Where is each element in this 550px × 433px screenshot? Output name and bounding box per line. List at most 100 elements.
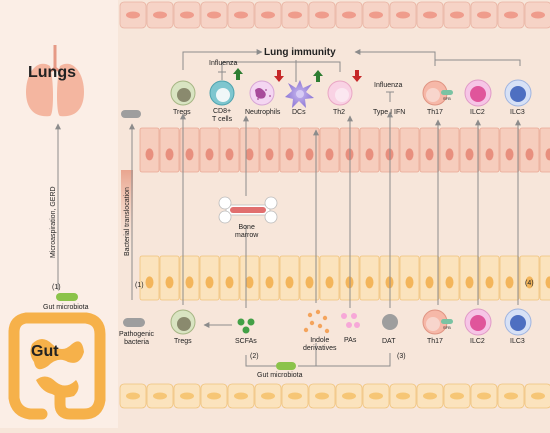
- cd8-t-cell: [210, 81, 234, 105]
- gut-column-nucleus: [286, 276, 294, 288]
- lung-top-nucleus: [180, 12, 194, 19]
- lung-column-nucleus: [246, 148, 254, 160]
- path-number-4: (4): [525, 280, 534, 288]
- gut-bottom-nucleus: [261, 393, 275, 400]
- lung-top-nucleus: [153, 12, 167, 19]
- gut-microbiota-icon-bottom: [276, 362, 296, 370]
- gut-microbiota-icon-left: [56, 293, 78, 301]
- gut-column-nucleus: [466, 276, 474, 288]
- pathogenic-bacteria-label: Pathogenic bacteria: [119, 331, 154, 347]
- lung-ilc2-cell: [465, 80, 491, 106]
- lung-top-nucleus: [369, 12, 383, 19]
- gut-column-nucleus: [446, 276, 454, 288]
- lung-th17-label: Th17: [427, 109, 443, 117]
- lung-immunity-title: Lung immunity: [264, 47, 336, 58]
- gut-bottom-nucleus: [504, 393, 518, 400]
- lungs-label: Lungs: [28, 64, 76, 82]
- lung-top-nucleus: [477, 12, 491, 19]
- dcs-up-arrow: [313, 70, 323, 82]
- gut-bottom-nucleus: [450, 393, 464, 400]
- lung-top-nucleus: [504, 12, 518, 19]
- gut-ilc3-label: ILC3: [510, 338, 525, 346]
- bacterial-translocation-label: Bacterial translocation: [124, 187, 131, 256]
- lung-column-nucleus: [326, 148, 334, 160]
- gut-bottom-nucleus: [180, 393, 194, 400]
- lung-column-nucleus: [166, 148, 174, 160]
- lung-epithelium-top: [120, 2, 550, 28]
- gut-epithelium-columnar: [140, 256, 550, 300]
- lung-column-nucleus: [286, 148, 294, 160]
- lung-top-nucleus: [423, 12, 437, 19]
- gut-column-nucleus: [146, 276, 154, 288]
- lung-column-nucleus: [306, 148, 314, 160]
- translocation-number: (1): [135, 282, 144, 290]
- pas-icon: [341, 313, 360, 328]
- gut-epithelium-bottom: [120, 384, 550, 408]
- neutrophil-down-arrow: [274, 70, 284, 82]
- gut-label: Gut: [31, 343, 59, 361]
- pathogenic-bacteria-icon: [123, 318, 145, 327]
- cd8-label: CD8+ T cells: [212, 108, 232, 124]
- gut-bottom-nucleus: [315, 393, 329, 400]
- lung-tregs-label: Tregs: [173, 109, 191, 117]
- lung-top-nucleus: [342, 12, 356, 19]
- influenza-top-label: Influenza: [209, 60, 237, 68]
- scfas-label: SCFAs: [235, 338, 257, 346]
- bone-marrow-label: Bone marrow: [235, 224, 258, 240]
- gut-bottom-nucleus: [126, 393, 140, 400]
- gut-bottom-nucleus: [369, 393, 383, 400]
- lung-epithelium-columnar: [140, 128, 550, 172]
- gut-bottom-nucleus: [153, 393, 167, 400]
- th2-label: Th2: [333, 109, 345, 117]
- lung-column-nucleus: [406, 148, 414, 160]
- lung-column-nucleus: [486, 148, 494, 160]
- lung-top-nucleus: [288, 12, 302, 19]
- dcs-label: DCs: [292, 109, 306, 117]
- lung-bacterium-icon: [121, 110, 141, 118]
- lung-column-nucleus: [466, 148, 474, 160]
- th2-down-arrow: [352, 70, 362, 82]
- lung-column-nucleus: [146, 148, 154, 160]
- lung-ilc3-cell: [505, 80, 531, 106]
- influenza-right-label: Influenza: [374, 82, 402, 90]
- lung-ilc2-label: ILC2: [470, 109, 485, 117]
- dendritic-cell: [285, 80, 314, 108]
- route-number-1: (1): [52, 284, 61, 292]
- gut-th17-label: Th17: [427, 338, 443, 346]
- neutrophils-label: Neutrophils: [245, 109, 280, 117]
- gut-column-nucleus: [426, 276, 434, 288]
- lung-th17-cell: [423, 81, 453, 105]
- lung-top-nucleus: [126, 12, 140, 19]
- pas-label: PAs: [344, 337, 356, 345]
- neutrophil-cell: [250, 81, 274, 105]
- gut-column-nucleus: [366, 276, 374, 288]
- gut-bottom-nucleus: [342, 393, 356, 400]
- type1-ifn-label: Type I IFN: [373, 109, 405, 117]
- gut-bottom-nucleus: [477, 393, 491, 400]
- gut-column-nucleus: [326, 276, 334, 288]
- gut-microbiota-label-bottom: Gut microbiota: [257, 372, 303, 380]
- lung-top-nucleus: [396, 12, 410, 19]
- lung-tregs-cell: [171, 81, 195, 105]
- lung-ilc3-label: ILC3: [510, 109, 525, 117]
- dat-label: DAT: [382, 338, 395, 346]
- lung-column-nucleus: [526, 148, 534, 160]
- gut-bottom-nucleus: [531, 393, 545, 400]
- gut-column-nucleus: [506, 276, 514, 288]
- gut-column-nucleus: [486, 276, 494, 288]
- gut-column-nucleus: [406, 276, 414, 288]
- lung-column-nucleus: [186, 148, 194, 160]
- gut-column-nucleus: [266, 276, 274, 288]
- gut-sfb-label: SFB: [443, 325, 451, 330]
- dat-icon: [382, 314, 398, 330]
- microaspiration-label: Microaspiration, GERD: [50, 186, 57, 258]
- lung-column-nucleus: [206, 148, 214, 160]
- bone-marrow-icon: [219, 197, 277, 223]
- gut-bottom-nucleus: [288, 393, 302, 400]
- indole-derivatives-icon: [304, 310, 329, 333]
- gut-ilc3-cell: [505, 309, 531, 335]
- gut-th17-cell: [423, 310, 453, 334]
- gut-tregs-cell: [171, 310, 195, 334]
- gut-bottom-nucleus: [396, 393, 410, 400]
- lung-top-nucleus: [450, 12, 464, 19]
